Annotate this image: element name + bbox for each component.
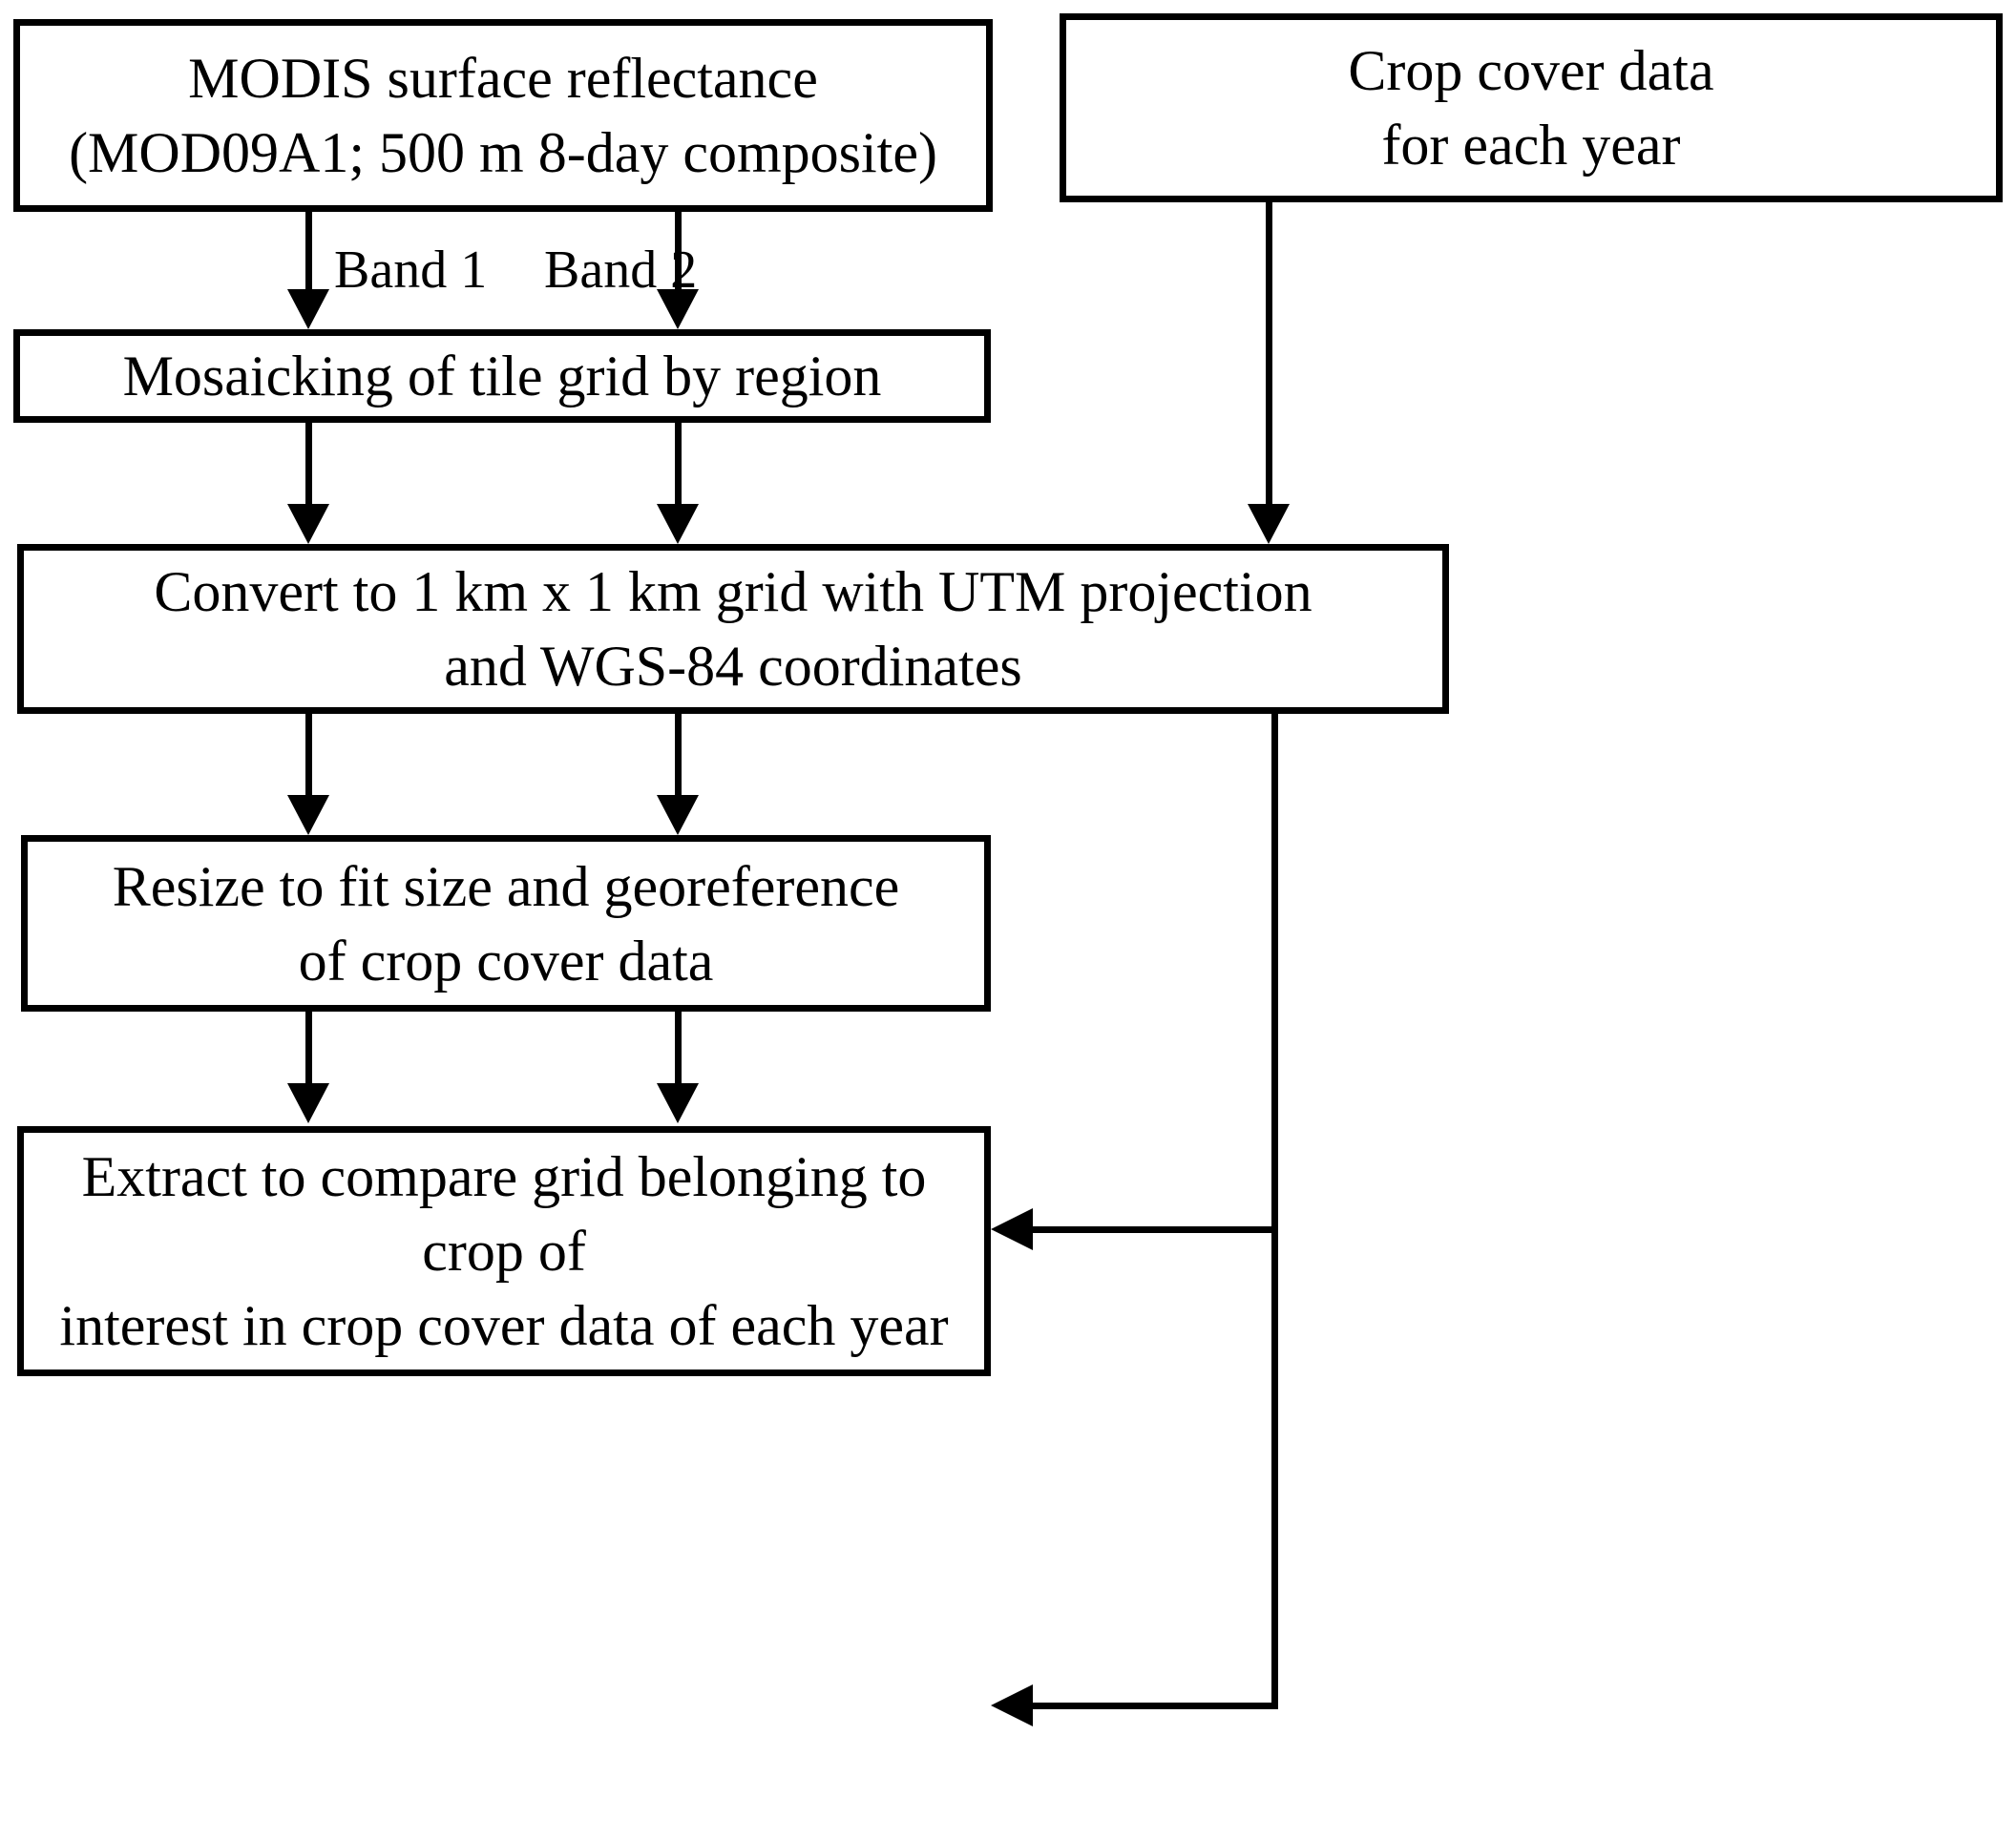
node-mosaicking-label: Mosaicking of tile grid by region bbox=[122, 345, 882, 408]
node-convert-grid[interactable]: Convert to 1 km x 1 km grid with UTM pro… bbox=[17, 544, 1449, 714]
connector-mosaic-to-convert-left bbox=[305, 423, 312, 509]
arrowhead-resize-to-extract-right bbox=[657, 1083, 699, 1123]
connector-mosaic-to-convert-right bbox=[675, 423, 682, 509]
node-crop-cover-label: Crop cover data for each year bbox=[1348, 39, 1714, 177]
arrowhead-convert-to-resize-side bbox=[991, 1208, 1033, 1250]
connector-convert-to-resize-left bbox=[305, 714, 312, 800]
edge-label-band-1: Band 1 bbox=[334, 240, 488, 300]
arrowhead-modis-to-mosaic-band1 bbox=[287, 289, 329, 329]
node-extract-label: Extract to compare grid belonging to cro… bbox=[59, 1145, 949, 1357]
connector-resize-to-extract-left bbox=[305, 1012, 312, 1088]
arrowhead-cropcover-to-convert bbox=[1248, 504, 1290, 544]
arrowhead-mosaic-to-convert-right bbox=[657, 504, 699, 544]
node-extract-compare[interactable]: Extract to compare grid belonging to cro… bbox=[17, 1126, 991, 1376]
node-resize-georeference[interactable]: Resize to fit size and georeference of c… bbox=[21, 835, 991, 1012]
arrowhead-mosaic-to-convert-left bbox=[287, 504, 329, 544]
node-modis-surface-reflectance[interactable]: MODIS surface reflectance (MOD09A1; 500 … bbox=[13, 19, 993, 212]
connector-resize-to-extract-right bbox=[675, 1012, 682, 1088]
arrowhead-convert-to-extract-side bbox=[991, 1684, 1033, 1726]
arrowhead-convert-to-resize-left bbox=[287, 795, 329, 835]
arrowhead-modis-to-mosaic-band2 bbox=[657, 289, 699, 329]
node-crop-cover-data[interactable]: Crop cover data for each year bbox=[1060, 13, 2003, 202]
connector-convert-to-extract-horizontal bbox=[1026, 1703, 1278, 1709]
connector-modis-to-mosaic-band1 bbox=[305, 212, 312, 317]
connector-modis-to-mosaic-band2 bbox=[675, 212, 682, 317]
edge-label-band-2: Band 2 bbox=[544, 240, 698, 300]
arrowhead-resize-to-extract-left bbox=[287, 1083, 329, 1123]
connector-convert-rightrail bbox=[1271, 714, 1278, 1709]
node-modis-label: MODIS surface reflectance (MOD09A1; 500 … bbox=[69, 47, 937, 184]
connector-convert-to-resize-right bbox=[675, 714, 682, 800]
connector-cropcover-to-convert bbox=[1266, 202, 1272, 508]
arrowhead-convert-to-resize-right bbox=[657, 795, 699, 835]
node-mosaicking[interactable]: Mosaicking of tile grid by region bbox=[13, 329, 991, 423]
node-resize-label: Resize to fit size and georeference of c… bbox=[112, 854, 900, 993]
connector-convert-to-resize-horizontal bbox=[1026, 1226, 1278, 1233]
node-convert-label: Convert to 1 km x 1 km grid with UTM pro… bbox=[154, 560, 1312, 698]
